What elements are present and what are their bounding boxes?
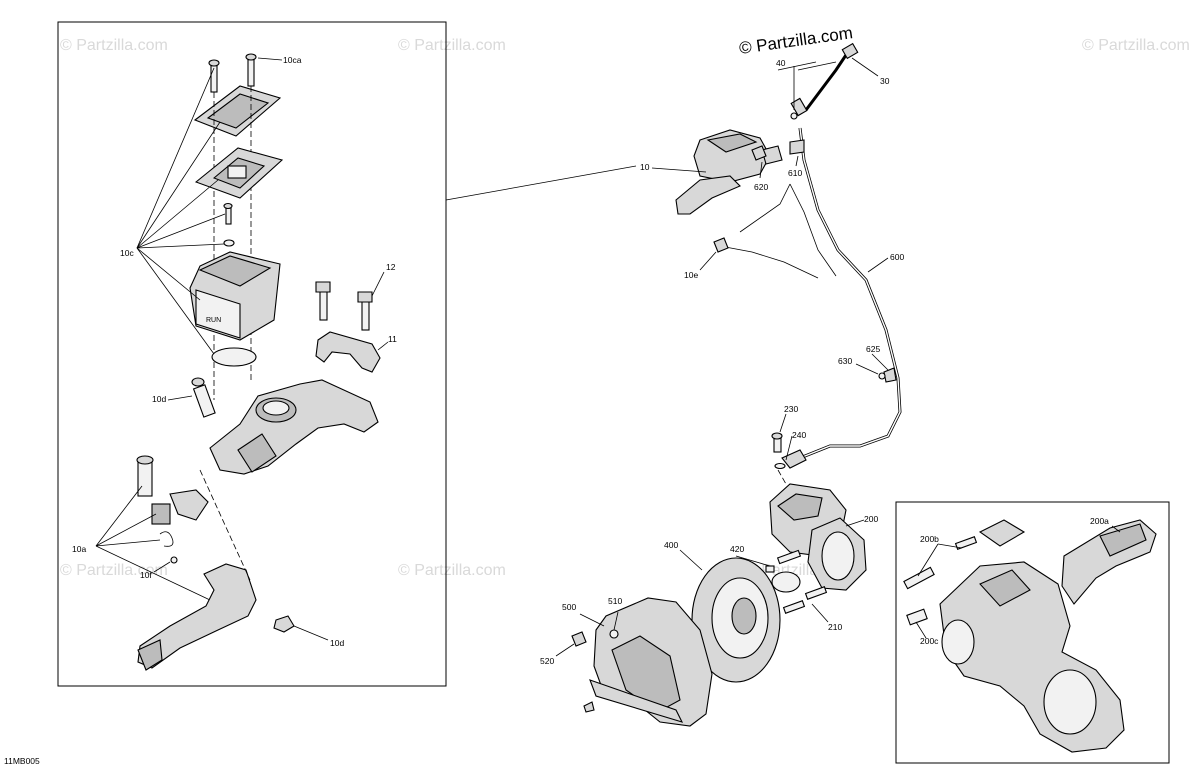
diaphragm xyxy=(194,147,284,199)
label-10e: 10e xyxy=(684,270,698,280)
label-520: 520 xyxy=(540,656,554,666)
watermark-2: © Partzilla.com xyxy=(398,37,506,54)
watermark-3: © Partzilla.com xyxy=(1082,37,1190,54)
caliper-detail-parts xyxy=(903,519,1157,753)
o-ring xyxy=(211,347,257,367)
label-12: 12 xyxy=(386,262,396,272)
clamp-11 xyxy=(315,331,381,373)
label-500: 500 xyxy=(562,602,576,612)
pins-420-210 xyxy=(765,549,828,614)
leader-10a xyxy=(95,485,211,601)
label-625: 625 xyxy=(866,344,880,354)
master-cylinder-detail-box xyxy=(57,21,447,687)
label-10ca: 10ca xyxy=(283,55,302,65)
label-200: 200 xyxy=(864,514,878,524)
pivot-10d-top xyxy=(191,377,216,418)
watermark-1: © Partzilla.com xyxy=(60,37,168,54)
label-11: 11 xyxy=(388,334,397,344)
label-10d-bottom: 10d xyxy=(330,638,344,648)
leader-10c xyxy=(136,67,226,355)
label-10d-top: 10d xyxy=(152,394,166,404)
label-210: 210 xyxy=(828,622,842,632)
fitting-620 xyxy=(751,145,767,161)
label-40: 40 xyxy=(776,58,786,68)
screw-510 xyxy=(609,629,619,639)
master-cylinder-housing xyxy=(209,379,379,475)
label-420: 420 xyxy=(730,544,744,554)
label-400: 400 xyxy=(664,540,678,550)
label-600: 600 xyxy=(890,252,904,262)
bolts-12 xyxy=(315,281,373,331)
label-10f: 10f xyxy=(140,570,152,580)
detail-link-line xyxy=(445,165,637,201)
brand-text: © Partzilla.com xyxy=(738,23,854,58)
svg-text:RUN: RUN xyxy=(206,317,221,324)
brake-line-assembly xyxy=(719,42,902,460)
label-200a: 200a xyxy=(1090,516,1109,526)
caliper-detail-box xyxy=(895,501,1170,764)
label-200b: 200b xyxy=(920,534,939,544)
label-630: 630 xyxy=(838,356,852,366)
watermark-5: © Partzilla.com xyxy=(398,562,506,579)
label-200c: 200c xyxy=(920,636,939,646)
label-230: 230 xyxy=(784,404,798,414)
label-10: 10 xyxy=(640,162,650,172)
lever-parts-10a xyxy=(136,455,209,564)
banjo-bolt-230 xyxy=(771,432,807,470)
figure-code: 11MB005 xyxy=(4,756,40,766)
label-30: 30 xyxy=(880,76,890,86)
reservoir-cover xyxy=(193,85,282,400)
nut-520 xyxy=(571,631,587,647)
caliper-200 xyxy=(769,483,867,591)
bracket-610 xyxy=(789,139,805,155)
clip-10e xyxy=(713,237,729,253)
clip-625 xyxy=(883,367,897,383)
master-cylinder-10 xyxy=(675,129,783,215)
screws-10ca xyxy=(208,53,257,93)
disc-guard-500 xyxy=(589,597,713,727)
nut-10d xyxy=(273,615,295,633)
label-610: 610 xyxy=(788,168,802,178)
label-10c: 10c xyxy=(120,248,134,258)
clip-40 xyxy=(790,112,798,120)
label-10a: 10a xyxy=(72,544,86,554)
reservoir-body: RUN xyxy=(189,251,281,341)
small-screw xyxy=(223,202,235,247)
label-240: 240 xyxy=(792,430,806,440)
brake-lever xyxy=(137,563,257,671)
watermark-4: © Partzilla.com xyxy=(60,562,168,579)
brake-disc-400 xyxy=(691,557,781,683)
label-510: 510 xyxy=(608,596,622,606)
label-620: 620 xyxy=(754,182,768,192)
